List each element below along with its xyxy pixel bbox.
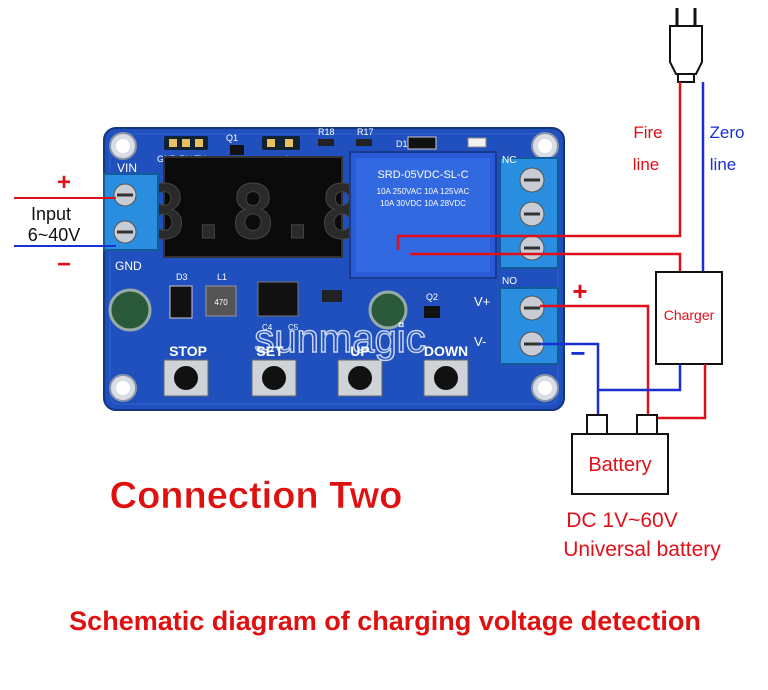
no-label: NO [502, 276, 517, 287]
d1-label: D1 [396, 139, 408, 149]
battery-plus-sign: + [572, 276, 587, 306]
relay-model: SRD-05VDC-SL-C [377, 169, 468, 181]
down-button-label: DOWN [424, 343, 468, 359]
input-wires [14, 197, 116, 247]
zero-line-label-2: line [710, 155, 736, 174]
input-range: 6~40V [28, 225, 81, 245]
mounting-holes [109, 132, 559, 402]
battery-label: Battery [588, 454, 651, 476]
set-button-label: SET [256, 343, 284, 359]
d3-diode [169, 285, 193, 319]
up-button-label: UP [350, 343, 369, 359]
resistor-pair [322, 290, 342, 302]
stop-button[interactable]: STOP [163, 343, 209, 397]
gnd-label: GND [115, 259, 142, 273]
charger-box: Charger [655, 271, 723, 365]
input-label: Input [31, 204, 71, 224]
r18-resistor [318, 139, 334, 146]
c4-label: C4 [262, 323, 273, 332]
capacitor-left [108, 288, 152, 332]
up-button[interactable]: UP [337, 343, 383, 397]
led [467, 137, 487, 148]
l1-label: L1 [217, 272, 227, 282]
input-plus-sign: + [57, 169, 71, 196]
inductor-marking: 470 [214, 298, 228, 307]
v-plus-label: V+ [474, 294, 490, 309]
relay-output-terminal [499, 157, 559, 269]
r17-resistor [356, 139, 372, 146]
fire-line-label-1: Fire [633, 123, 662, 142]
down-button[interactable]: DOWN [423, 343, 469, 397]
relay-spec-1: 10A 250VAC 10A 125VAC [377, 187, 470, 196]
d1-diode [407, 136, 437, 150]
q2-transistor [424, 306, 440, 318]
r18-label: R18 [318, 127, 335, 137]
q1-transistor [230, 145, 244, 155]
watermark: sunmagic [254, 317, 425, 361]
relay: SRD-05VDC-SL-C 10A 250VAC 10A 125VAC 10A… [349, 151, 497, 279]
capacitor-right [368, 290, 408, 330]
charger-label: Charger [664, 307, 715, 323]
d3-label: D3 [176, 272, 188, 282]
battery-minus-sign: − [570, 338, 585, 368]
stop-button-label: STOP [169, 343, 207, 359]
power-plug-icon [669, 8, 703, 83]
relay-module-board: GND RX TX Q1 out gnd R18 R17 D1 8.8.8 SR… [103, 127, 565, 411]
v-minus-label: V- [474, 334, 486, 349]
battery-voltage-terminal [499, 287, 559, 365]
input-minus-sign: − [57, 251, 71, 278]
l1-inductor [205, 285, 237, 317]
mains-wires [396, 82, 705, 272]
seven-segment-display: 8.8.8 [141, 156, 365, 258]
connection-title: Connection Two [110, 475, 403, 517]
fire-line-label-2: line [633, 155, 659, 174]
r17-label: R17 [357, 127, 374, 137]
display-digits: 8.8.8 [142, 170, 365, 256]
q2-label: Q2 [426, 292, 438, 302]
battery-spec: DC 1V~60V [566, 509, 677, 532]
battery-description: Universal battery [563, 538, 721, 561]
battery-wires [540, 304, 707, 420]
input-terminal [103, 173, 159, 251]
battery-icon: Battery [571, 414, 669, 495]
ic-chip [257, 281, 299, 317]
nc-label: NC [502, 155, 516, 166]
serial-header [164, 136, 300, 150]
relay-spec-2: 10A 30VDC 10A 28VDC [380, 199, 466, 208]
set-button[interactable]: SET [251, 343, 297, 397]
c5-label: C5 [288, 323, 299, 332]
vin-label: VIN [117, 161, 137, 175]
q1-label: Q1 [226, 133, 238, 143]
zero-line-label-1: Zero [710, 123, 745, 142]
diagram-caption: Schematic diagram of charging voltage de… [69, 606, 701, 636]
